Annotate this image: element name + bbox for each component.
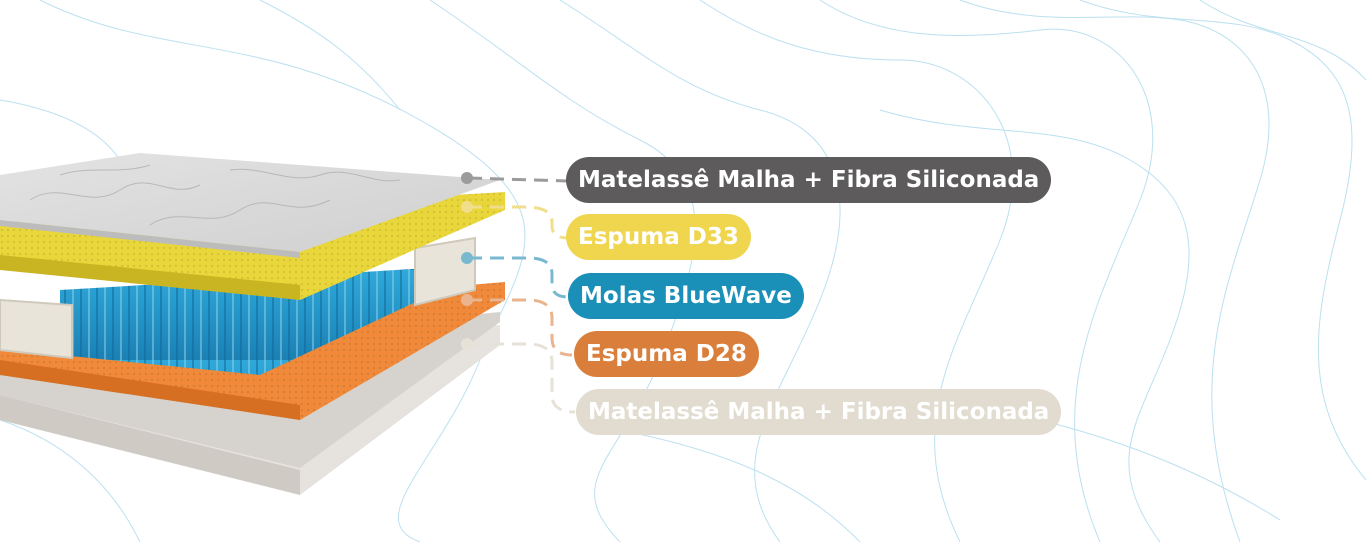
top-quilt-stitching bbox=[29, 164, 401, 226]
connector-bottom-quilt bbox=[468, 342, 576, 414]
side-foam-block-left bbox=[0, 298, 73, 360]
connector-springs bbox=[468, 256, 569, 299]
connector-dots bbox=[461, 172, 473, 350]
bottom-quilt-edge bbox=[0, 395, 300, 495]
label-foam-d33: Espuma D33 bbox=[566, 214, 751, 260]
label-top-quilt: Matelassê Malha + Fibra Siliconada bbox=[566, 157, 1052, 203]
connector-lines bbox=[467, 176, 576, 414]
label-bottom-quilt: Matelassê Malha + Fibra Siliconada bbox=[576, 389, 1062, 435]
side-foam-block-right bbox=[414, 236, 476, 307]
dot-top-quilt bbox=[461, 172, 473, 184]
label-springs: Molas BlueWave bbox=[568, 273, 804, 319]
dot-d33 bbox=[461, 201, 473, 213]
foam-d33-edge bbox=[0, 255, 300, 300]
dot-springs bbox=[461, 252, 473, 264]
springs-layer bbox=[60, 268, 430, 375]
top-quilt-layer bbox=[0, 153, 500, 252]
label-foam-d28: Espuma D28 bbox=[574, 331, 759, 377]
dot-bottom-quilt bbox=[461, 338, 473, 350]
connector-d33 bbox=[468, 205, 569, 240]
mattress-illustration bbox=[0, 153, 505, 495]
connector-top-quilt bbox=[467, 176, 569, 183]
top-quilt-edge bbox=[0, 220, 300, 258]
dot-d28 bbox=[461, 294, 473, 306]
foam-d28-edge bbox=[0, 360, 300, 420]
connector-d28 bbox=[468, 298, 573, 357]
